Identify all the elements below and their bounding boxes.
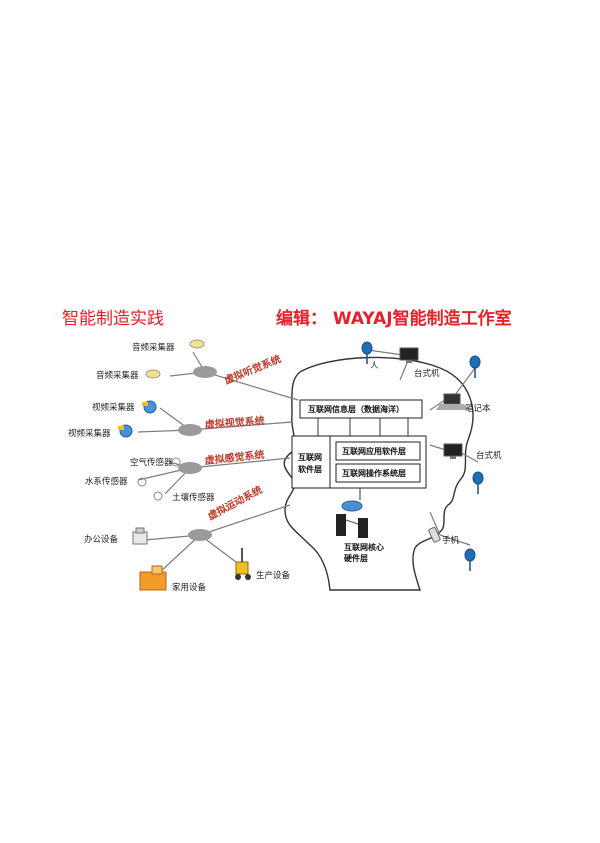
router-icon (341, 500, 363, 512)
os-layer-label: 互联网操作系统层 (342, 468, 406, 478)
office-device-icon (132, 527, 148, 545)
device-soil: 土壤传感器 (172, 492, 215, 503)
phone-icon (428, 526, 441, 543)
video-collector-icon (118, 400, 157, 438)
software-layer-line1: 互联网 (298, 452, 322, 462)
device-video-1: 视频采集器 (92, 402, 135, 413)
hub-vision (178, 424, 202, 436)
os-layer-box (335, 463, 421, 483)
device-water: 水系传感器 (85, 476, 128, 487)
node-laptop: 笔记本 (465, 403, 491, 414)
app-layer-box (335, 441, 421, 461)
device-home: 家用设备 (172, 582, 207, 593)
app-layer-label: 互联网应用软件层 (342, 446, 406, 456)
home-device-icon (139, 565, 167, 591)
desktop-icon (399, 347, 463, 459)
hub-sensing (178, 462, 202, 474)
node-desktop-1: 台式机 (414, 368, 440, 379)
core-layer-line2: 硬件层 (344, 553, 368, 563)
node-desktop-2: 台式机 (476, 450, 502, 461)
page-title-right: 编辑： WAYAJ智能制造工作室 (276, 309, 512, 329)
server-icon (336, 514, 368, 538)
device-production: 生产设备 (256, 570, 291, 581)
device-office: 办公设备 (84, 534, 119, 545)
core-layer-line1: 互联网核心 (344, 542, 384, 552)
sensor-icon (137, 457, 181, 501)
audio-collector-icon (145, 339, 205, 379)
info-layer-label: 互联网信息层（数据海洋） (308, 404, 404, 414)
system-vision-label: 虚拟视觉系统 (204, 414, 265, 431)
node-phone: 手机 (442, 535, 460, 546)
device-video-2: 视频采集器 (68, 428, 111, 439)
device-air: 空气传感器 (130, 457, 173, 468)
person-icon (361, 341, 484, 571)
device-audio-1: 音频采集器 (132, 342, 175, 353)
node-person-label: 人 (370, 361, 379, 371)
info-layer-box (299, 399, 423, 419)
system-hearing-label: 虚拟听觉系统 (222, 352, 283, 387)
software-layer-line2: 软件层 (298, 464, 322, 474)
page-title-left: 智能制造实践 (62, 309, 164, 329)
layer-connectors (317, 418, 409, 436)
device-audio-2: 音频采集器 (96, 370, 139, 381)
laptop-icon (436, 393, 468, 410)
hub-motion (188, 529, 212, 541)
production-device-icon (235, 548, 251, 580)
hub-hearing (193, 366, 217, 378)
